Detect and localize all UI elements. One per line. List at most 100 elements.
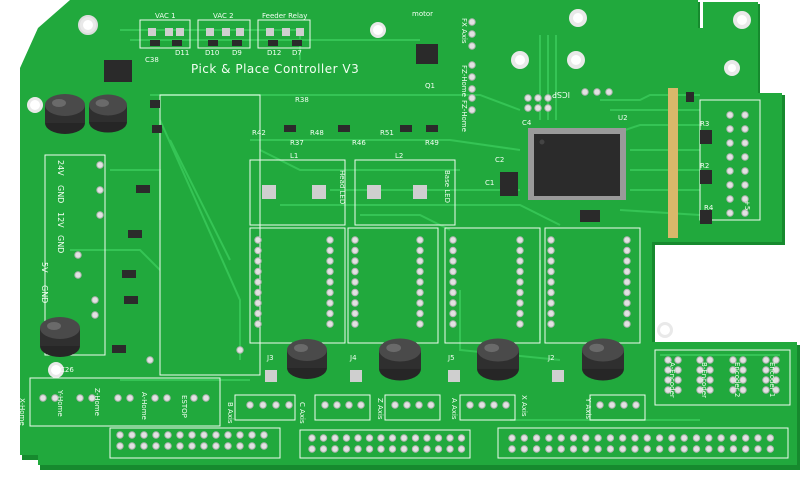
- pin-pad: [623, 257, 631, 265]
- pin-pad: [468, 61, 476, 69]
- pin-pad: [449, 246, 457, 255]
- pin-pad: [632, 401, 640, 409]
- electrolytic-capacitor: [45, 94, 85, 134]
- pin-pad: [741, 167, 749, 175]
- pin-pad: [468, 42, 476, 50]
- label-u2: U2: [618, 114, 628, 122]
- pin-pad: [190, 394, 198, 402]
- pin-pad: [739, 366, 747, 374]
- pin-pad: [351, 236, 359, 244]
- pin-pad: [766, 434, 774, 442]
- pin-pad: [606, 445, 615, 453]
- pin-pad: [321, 401, 329, 409]
- pin-pad: [596, 401, 604, 409]
- pin-pad: [516, 299, 524, 307]
- pin-pad: [547, 236, 555, 244]
- pin-pad: [674, 376, 682, 384]
- pin-pad: [631, 434, 639, 442]
- mcu-chip: [528, 128, 626, 200]
- pin-pad: [308, 434, 316, 442]
- pin-pad: [466, 401, 474, 409]
- pin-pad: [326, 299, 334, 307]
- label-vac2: VAC 2: [213, 12, 234, 20]
- pin-pad: [547, 288, 555, 297]
- label-j2: J2: [547, 354, 555, 362]
- electrolytic-capacitor: [477, 338, 519, 381]
- pin-pad: [416, 288, 424, 297]
- pin-pad: [544, 94, 552, 102]
- pin-pad: [188, 431, 196, 439]
- pin-pad: [333, 401, 341, 409]
- pin-pad: [254, 320, 262, 328]
- pin-pad: [351, 309, 359, 318]
- pin-pad: [140, 442, 148, 450]
- pin-pad: [74, 271, 82, 279]
- pin-pad: [717, 434, 725, 442]
- pin-pad: [772, 356, 780, 364]
- smd-components: [112, 40, 438, 353]
- pin-pad: [655, 434, 664, 442]
- pin-pad: [705, 434, 713, 442]
- pin-pad: [516, 236, 524, 244]
- label-icsp: ICSP: [552, 90, 570, 99]
- pin-pad: [423, 434, 431, 442]
- pin-pad: [534, 104, 542, 112]
- pin-pad: [664, 366, 672, 374]
- pin-pad: [547, 267, 555, 276]
- pin-pad: [557, 434, 565, 442]
- pin-pad: [726, 139, 734, 147]
- label-r37: R37: [290, 139, 304, 147]
- label-encoder-2: Encoder 2: [733, 362, 741, 397]
- pin-pad: [449, 320, 457, 328]
- pin-pad: [478, 401, 486, 409]
- pin-pad: [416, 236, 424, 244]
- pin-pad: [706, 366, 714, 374]
- pin-pad: [74, 251, 82, 259]
- pin-pad: [326, 278, 334, 286]
- pin-pad: [594, 434, 602, 442]
- pin-pad: [741, 195, 749, 203]
- pin-pad: [319, 434, 328, 442]
- pin-pad: [468, 94, 476, 102]
- label-fz-home: FZ-Home: [460, 65, 468, 97]
- pin-pad: [706, 376, 714, 384]
- pin-pad: [502, 401, 510, 409]
- pin-pad: [754, 445, 762, 453]
- label-r49: R49: [425, 139, 439, 147]
- pin-pad: [726, 111, 734, 119]
- pin-pad: [411, 445, 420, 453]
- pin-pad: [351, 257, 359, 265]
- pin-pad: [388, 434, 397, 442]
- label-x-axis: X Axis: [520, 395, 528, 417]
- pin-pad: [620, 401, 628, 409]
- pin-pad: [762, 356, 770, 364]
- pin-pad: [351, 267, 359, 276]
- pin-pad: [569, 434, 578, 442]
- pin-pad: [449, 278, 457, 286]
- pin-pad: [547, 246, 555, 255]
- silk-text: Pick & Place Controller V3 VAC 1 VAC 2 F…: [18, 10, 776, 426]
- pin-pad: [96, 161, 104, 169]
- pin-pad: [76, 394, 84, 402]
- pin-pad: [260, 431, 268, 439]
- pin-pad: [416, 278, 424, 286]
- pin-pad: [91, 311, 99, 319]
- label-y-axis: Y Axis: [584, 397, 592, 419]
- label-a-home: A-Home: [140, 392, 148, 420]
- label-gnd-3: GND: [40, 285, 49, 303]
- label-z-axis: Z Axis: [376, 398, 384, 420]
- pin-pad: [547, 320, 555, 328]
- pin-pad: [619, 434, 627, 442]
- pin-pad: [212, 431, 220, 439]
- pin-pad: [739, 376, 747, 384]
- pin-pad: [342, 434, 351, 442]
- pin-pad: [705, 445, 713, 453]
- pin-pad: [331, 445, 339, 453]
- pin-pad: [726, 209, 734, 217]
- pin-pad: [248, 431, 256, 439]
- pin-pad: [326, 288, 334, 297]
- pin-pad: [741, 153, 749, 161]
- label-z-home: Z-Home: [93, 388, 101, 416]
- pin-pad: [357, 401, 365, 409]
- label-y-home: Y-Home: [56, 389, 64, 417]
